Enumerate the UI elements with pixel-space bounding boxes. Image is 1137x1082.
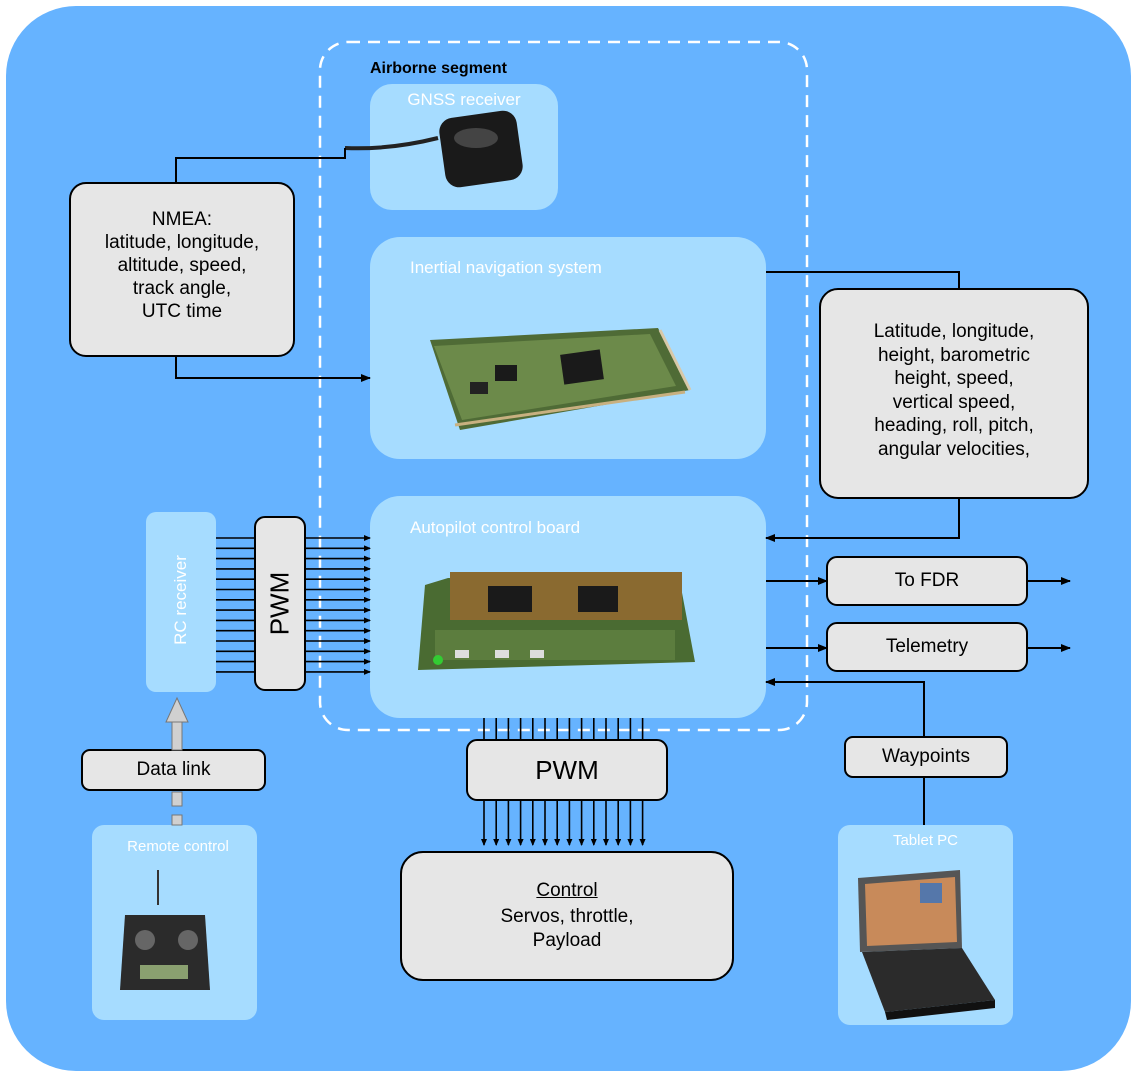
pwm-output-line-bundle (481, 718, 646, 846)
fdr-label: To FDR (894, 570, 960, 591)
gnss-label: GNSS receiver (407, 90, 521, 109)
autopilot-board-icon (418, 572, 695, 670)
gnss-to-nmea-line (175, 148, 346, 183)
tablet-pc-label: Tablet PC (892, 832, 959, 849)
pwm-input-line-bundle (216, 535, 371, 675)
data-link-label: Data link (136, 759, 211, 780)
nmea-text: NMEA: latitude, longitude, altitude, spe… (104, 209, 260, 322)
tablet-pc-icon (858, 870, 995, 1020)
pwm-output-box (466, 739, 668, 801)
control-box (400, 851, 734, 981)
pwm-output-label: PWM (535, 755, 599, 785)
airborne-segment-title: Airborne segment (370, 60, 507, 77)
rc-receiver-label: RC receiver (171, 555, 190, 645)
data-link-arrow (165, 696, 189, 826)
nmea-to-ins-arrow (175, 356, 371, 382)
telemetry-label: Telemetry (885, 636, 969, 657)
control-title: Control (536, 880, 598, 901)
ins-label: Inertial navigation system (410, 258, 602, 277)
pwm-input-box (254, 516, 306, 691)
gnss-antenna-icon (344, 110, 523, 188)
remote-control-label: Remote control (127, 838, 229, 855)
autopilot-label: Autopilot control board (410, 518, 581, 537)
waypoints-label: Waypoints (882, 746, 970, 767)
output-to-autopilot-arrow (765, 498, 960, 542)
waypoints-box (844, 736, 1008, 778)
ins-to-output-line (766, 271, 960, 289)
airborne-segment-boundary (318, 40, 809, 732)
remote-control-icon (120, 870, 210, 990)
pwm-input-label: PWM (264, 571, 295, 636)
ins-output-box (819, 288, 1089, 499)
ins-board-icon (430, 328, 692, 430)
nmea-box (69, 182, 295, 357)
ins-output-text: Latitude, longitude, height, barometric … (873, 321, 1035, 460)
control-detail: Servos, throttle, Payload (500, 906, 634, 951)
waypoints-to-autopilot-arrow (765, 678, 925, 737)
rc-receiver-panel (146, 512, 216, 692)
